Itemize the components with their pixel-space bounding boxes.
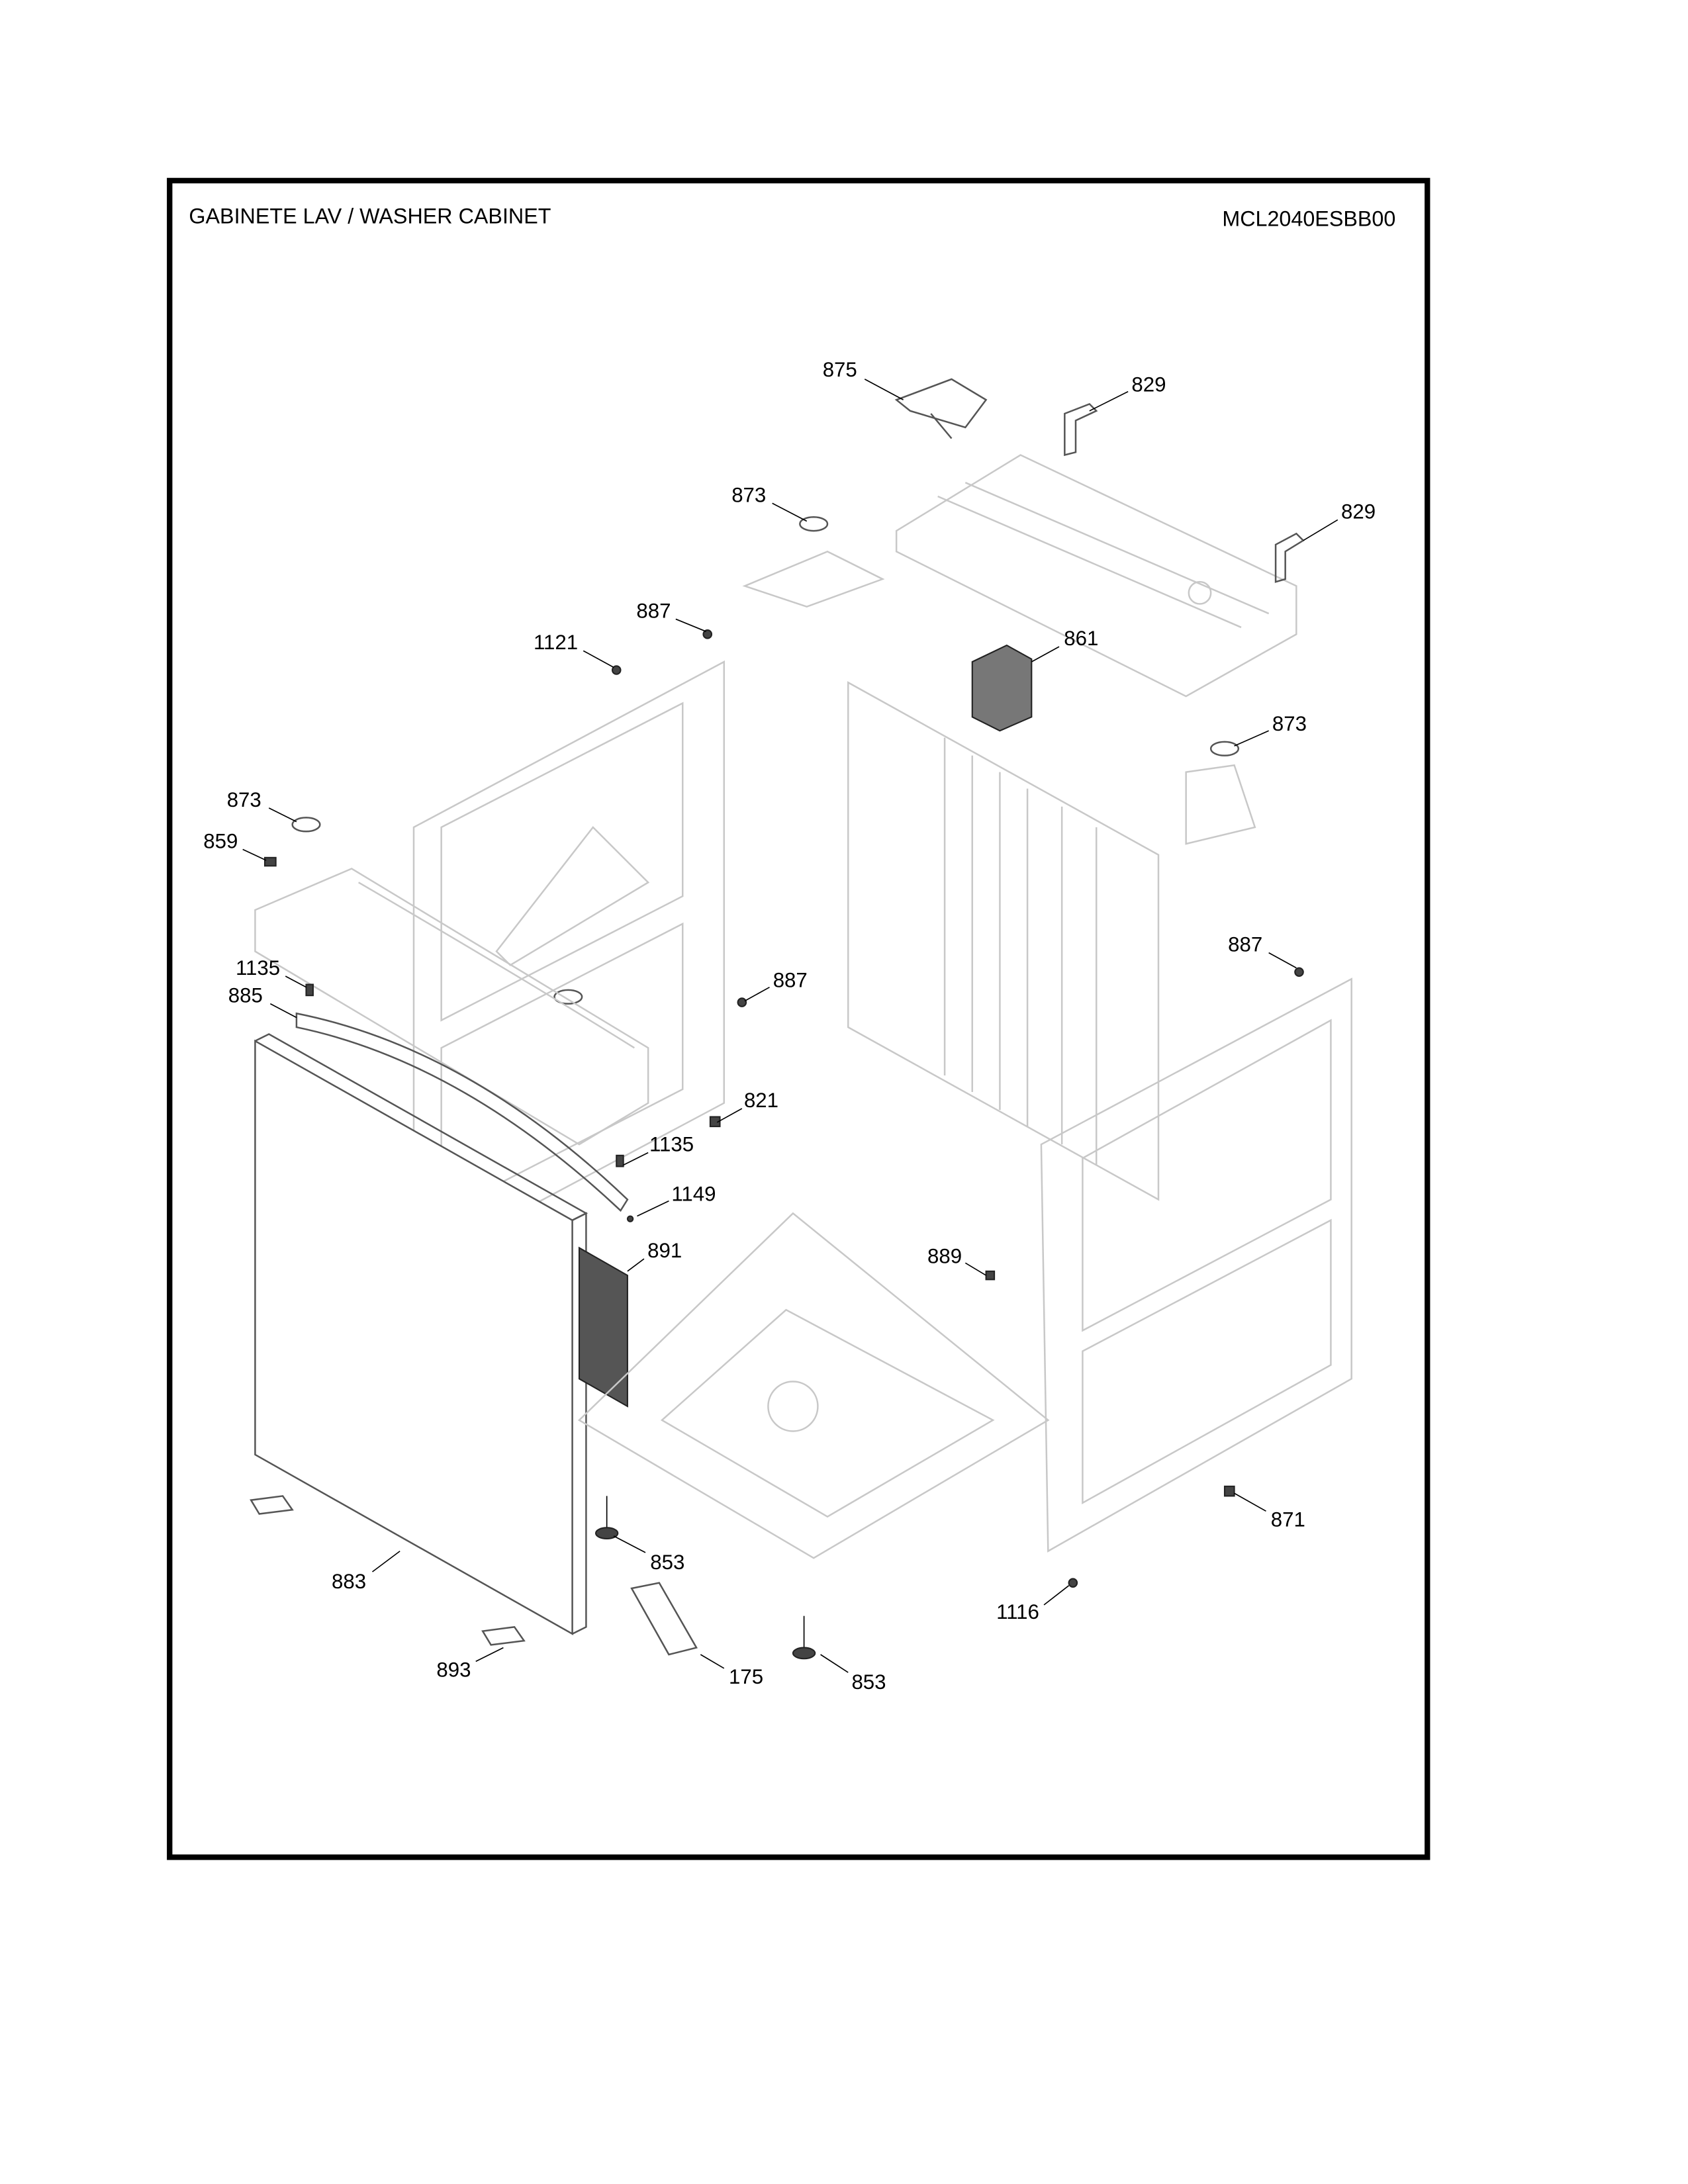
callout-label: 885 xyxy=(228,984,263,1007)
callout-label: 1149 xyxy=(671,1183,716,1206)
leveling-foot-853 xyxy=(594,1496,619,1540)
callout-label: 829 xyxy=(1131,373,1166,396)
callout-label: 859 xyxy=(203,829,238,852)
leveling-foot-853 xyxy=(792,1615,816,1660)
callout-label: 889 xyxy=(927,1244,962,1267)
clip-859 xyxy=(263,856,277,867)
front-top-frame xyxy=(254,868,649,1146)
callout-label: 853 xyxy=(851,1670,886,1694)
clip-889 xyxy=(985,1270,996,1281)
diagram-title: GABINETE LAV / WASHER CABINET xyxy=(189,205,551,228)
actuator-861 xyxy=(971,644,1033,732)
bracket-829-b xyxy=(1274,532,1305,583)
clip-893 xyxy=(481,1625,526,1646)
back-panel xyxy=(847,681,1160,1201)
screw-887 xyxy=(737,997,747,1007)
clip-1135 xyxy=(305,983,314,997)
foot-873 xyxy=(799,516,829,532)
callout-leaders xyxy=(242,379,1338,1673)
callout-label: 873 xyxy=(227,788,261,811)
base-frame xyxy=(577,1212,1050,1559)
callout-label: 821 xyxy=(744,1089,778,1112)
callout-label: 1135 xyxy=(236,956,280,979)
callout-label: 883 xyxy=(332,1570,366,1593)
corner-brace-rear-right xyxy=(1185,764,1256,845)
callout-label: 829 xyxy=(1341,500,1376,523)
callout-label: 175 xyxy=(729,1665,763,1688)
callout-label: 891 xyxy=(647,1239,682,1262)
callout-label: 875 xyxy=(823,358,857,381)
callout-label: 871 xyxy=(1271,1508,1305,1531)
top-rear-panel xyxy=(895,454,1297,698)
callout-label: 1116 xyxy=(996,1600,1039,1623)
callout-label: 1135 xyxy=(649,1133,694,1156)
model-number: MCL2040ESBB00 xyxy=(1222,207,1395,231)
callout-label: 861 xyxy=(1064,627,1098,650)
callout-label: 893 xyxy=(436,1658,471,1681)
callout-label: 873 xyxy=(731,483,766,506)
right-side-panel xyxy=(1040,978,1352,1553)
bracket-829-a xyxy=(1064,402,1098,457)
corner-brace-rear-left xyxy=(742,550,885,608)
bumper-871 xyxy=(1223,1485,1235,1497)
screw-887 xyxy=(1294,967,1304,978)
callout-label: 873 xyxy=(1272,712,1307,735)
callout-label: 1121 xyxy=(534,631,578,654)
foot-873 xyxy=(553,989,583,1005)
callout-label: 887 xyxy=(773,969,808,992)
screw-1121 xyxy=(611,665,622,675)
screw-1149 xyxy=(626,1215,634,1222)
screw-1116 xyxy=(1068,1578,1078,1588)
clip-1135 xyxy=(616,1154,624,1167)
trim-strip-885 xyxy=(295,1012,629,1212)
bracket-875 xyxy=(894,378,988,439)
callout-label: 887 xyxy=(1228,933,1262,956)
bumper-821 xyxy=(709,1116,721,1128)
clip-893 xyxy=(250,1495,294,1515)
callout-label: 853 xyxy=(650,1551,684,1574)
foot-873 xyxy=(291,817,321,833)
pad-891 xyxy=(578,1246,628,1408)
foot-873 xyxy=(1209,741,1240,756)
front-panel-883 xyxy=(254,1033,588,1635)
manual-175 xyxy=(630,1582,698,1656)
callout-label: 887 xyxy=(636,599,671,622)
callout-labels: 875 829 873 829 887 1121 861 873 873 859… xyxy=(203,358,1376,1694)
screw-887 xyxy=(702,629,713,639)
diagram-frame xyxy=(167,177,1430,1860)
